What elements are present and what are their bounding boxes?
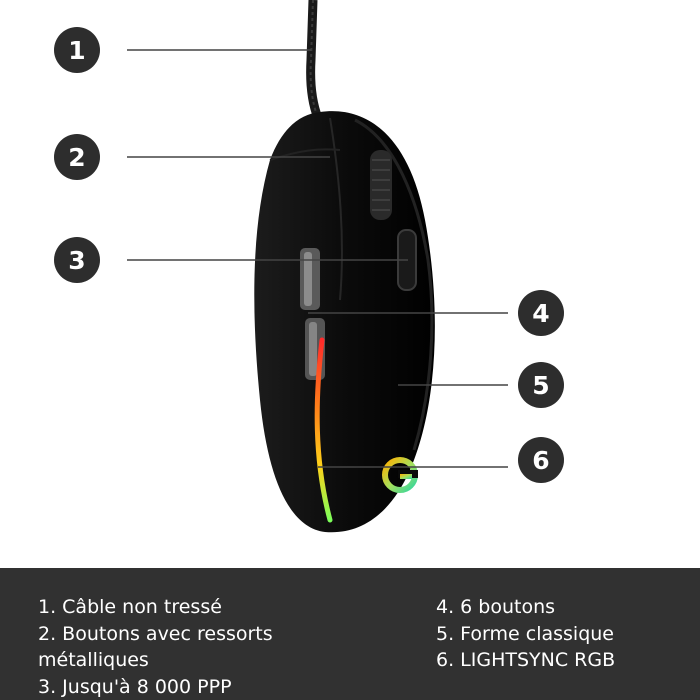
scroll-wheel	[370, 150, 392, 220]
legend-item-shape: 5. Forme classique	[436, 622, 614, 645]
rgb-light-strip	[314, 337, 333, 523]
callout-1: 1	[54, 27, 100, 73]
cable	[306, 0, 323, 120]
feature-legend: 1. Câble non tressé 2. Boutons avec ress…	[0, 568, 700, 700]
legend-column-left: 1. Câble non tressé 2. Boutons avec ress…	[38, 594, 368, 700]
mouse-body	[254, 111, 435, 533]
legend-item-cable: 1. Câble non tressé	[38, 596, 222, 618]
callout-6: 6	[518, 437, 564, 483]
callout-3: 3	[54, 237, 100, 283]
mouse-illustration	[127, 0, 508, 533]
legend-item-lightsync: 6. LIGHTSYNC RGB	[436, 649, 616, 671]
legend-item-buttons-springs: 2. Boutons avec ressorts métalliques	[38, 622, 273, 672]
legend-column-right: 4. 6 boutons 5. Forme classique 6. LIGHT…	[436, 594, 686, 674]
callout-2: 2	[54, 134, 100, 180]
legend-item-dpi: 3. Jusqu'à 8 000 PPP	[38, 675, 232, 698]
legend-item-six-buttons: 4. 6 boutons	[436, 596, 556, 618]
logo-g-icon	[382, 457, 418, 493]
callout-4: 4	[518, 290, 564, 336]
callout-5: 5	[518, 362, 564, 408]
